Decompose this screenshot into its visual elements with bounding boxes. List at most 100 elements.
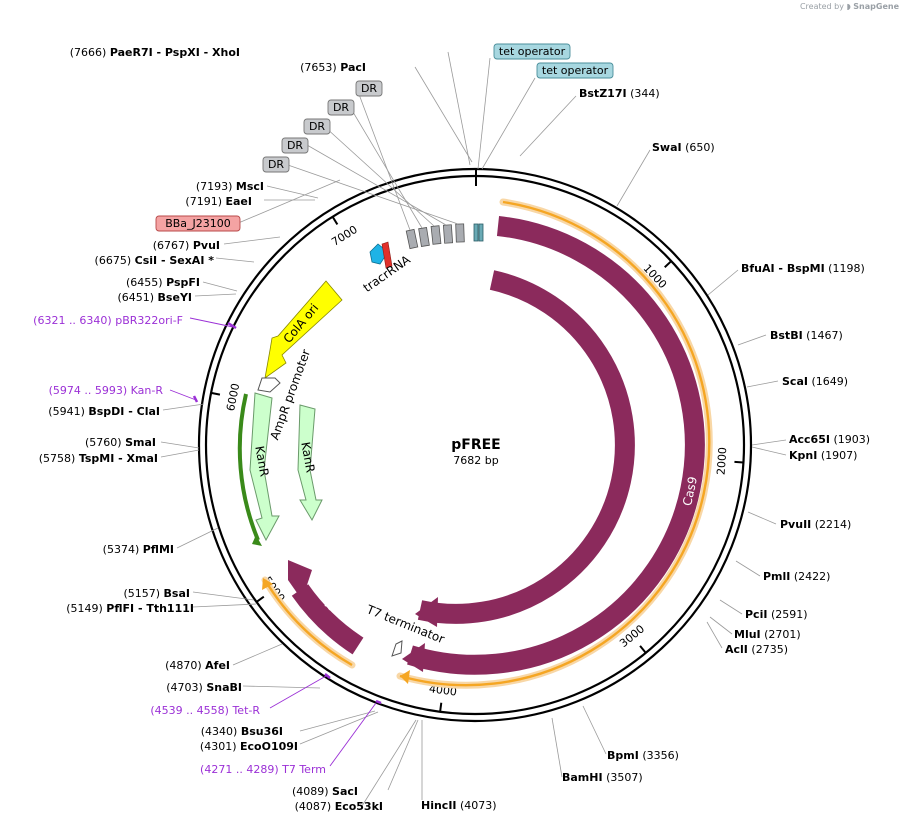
- kanr-arrow-1: [249, 392, 280, 542]
- enzyme-name: SacI: [332, 785, 358, 798]
- dr-label-4[interactable]: DR: [281, 137, 309, 154]
- enzyme-label[interactable]: (5149) PflFI - Tth111I: [66, 602, 194, 615]
- enzyme-label[interactable]: MluI (2701): [734, 628, 801, 641]
- enzyme-label[interactable]: (4087) Eco53kI: [295, 800, 383, 813]
- dr-text-5: DR: [268, 158, 284, 171]
- primer-label[interactable]: (6321 .. 6340) pBR322ori-F: [33, 314, 183, 327]
- primer-mark-pbr322: [227, 321, 237, 330]
- enzyme-label[interactable]: PvuII (2214): [780, 518, 851, 531]
- enzyme-label[interactable]: (4703) SnaBI: [166, 681, 242, 694]
- enzyme-name: SwaI: [652, 141, 682, 154]
- enzyme-label[interactable]: Acc65I (1903): [789, 433, 870, 446]
- leader-line: [194, 293, 237, 297]
- tracrrna-red-mark: [381, 241, 393, 269]
- enzyme-label[interactable]: (6767) PvuI: [153, 239, 220, 252]
- enzyme-label[interactable]: (7193) MscI: [196, 180, 264, 193]
- leader-line: [349, 106, 423, 229]
- leader-line: [242, 685, 321, 689]
- leader-line: [387, 719, 419, 791]
- leader-line: [176, 527, 219, 549]
- enzyme-label[interactable]: (5760) SmaI: [85, 436, 156, 449]
- enzyme-label[interactable]: PciI (2591): [745, 608, 808, 621]
- leader-line: [160, 441, 200, 449]
- bba-j23100-text: BBa_J23100: [165, 217, 231, 230]
- cas9-outer-head: [402, 643, 425, 672]
- enzyme-name: PaeR7I - PspXI - XhoI: [110, 46, 240, 59]
- enzyme-label[interactable]: ScaI (1649): [782, 375, 848, 388]
- leader-line: [162, 403, 205, 411]
- enzyme-label[interactable]: (4089) SacI: [292, 785, 358, 798]
- enzyme-label[interactable]: (4870) AfeI: [165, 659, 230, 672]
- enzyme-label[interactable]: BpmI (3356): [607, 749, 679, 762]
- leader-line: [751, 446, 787, 456]
- enzyme-label[interactable]: (5157) BsaI: [123, 587, 190, 600]
- kanr-feature-2: KanR: [297, 404, 323, 522]
- enzyme-name: MscI: [236, 180, 264, 193]
- leader-line: [299, 710, 376, 732]
- kanr-label-2: KanR: [298, 441, 317, 474]
- enzyme-label[interactable]: (4301) EcoO109I: [200, 740, 298, 753]
- primer-label[interactable]: (5974 .. 5993) Kan-R: [49, 384, 164, 397]
- enzyme-label[interactable]: (6451) BseYI: [117, 291, 192, 304]
- enzyme-name: CsiI - SexAI *: [135, 254, 215, 267]
- dr-label-2[interactable]: DR: [327, 99, 355, 116]
- enzyme-label[interactable]: (5941) BspDI - ClaI: [48, 405, 160, 418]
- enzyme-label[interactable]: (7666) PaeR7I - PspXI - XhoI: [70, 46, 240, 59]
- tick-mark-6: [210, 391, 221, 396]
- enzyme-label[interactable]: BstZ17I (344): [579, 87, 660, 100]
- enzyme-label[interactable]: (4340) Bsu36I: [201, 725, 283, 738]
- dr-block-1: [405, 228, 419, 250]
- primer-label[interactable]: (4539 .. 4558) Tet-R: [150, 704, 260, 717]
- enzyme-label[interactable]: (5758) TspMI - XmaI: [39, 452, 158, 465]
- enzyme-label[interactable]: BamHI (3507): [562, 771, 643, 784]
- primer-leader-line: [189, 317, 234, 328]
- dr-blocks: [405, 223, 484, 250]
- enzyme-name: PvuII: [780, 518, 811, 531]
- tet-operator-text-1: tet operator: [499, 45, 566, 58]
- enzyme-label[interactable]: BstBI (1467): [770, 329, 843, 342]
- enzyme-position: (2701): [761, 628, 801, 641]
- tet-operator-label-2[interactable]: tet operator: [536, 62, 614, 79]
- dr-label-1[interactable]: DR: [355, 80, 383, 97]
- enzyme-name: PacI: [340, 61, 366, 74]
- enzyme-label[interactable]: HincII (4073): [421, 799, 497, 812]
- enzyme-position: (1649): [808, 375, 848, 388]
- enzyme-name: PspFI: [166, 276, 200, 289]
- tracrrna-feature: tracrRNA: [361, 241, 414, 295]
- enzyme-label[interactable]: PmlI (2422): [763, 570, 830, 583]
- leader-line: [616, 149, 651, 207]
- bba-j23100-label[interactable]: BBa_J23100: [155, 215, 241, 232]
- enzyme-label[interactable]: (7191) EaeI: [185, 195, 252, 208]
- enzyme-position: (1907): [817, 449, 857, 462]
- enzyme-label[interactable]: SwaI (650): [652, 141, 715, 154]
- enzyme-label[interactable]: (5374) PflMI: [103, 543, 174, 556]
- primer-mark-kanr: [192, 395, 199, 403]
- dr-box-2: [327, 99, 355, 116]
- enzyme-label[interactable]: (6455) PspFI: [126, 276, 200, 289]
- ampr-promoter-arrow: [257, 377, 281, 393]
- tet-operator-box-1: [493, 43, 571, 60]
- orange-arc-features: [261, 198, 713, 689]
- tet-operator-label-1[interactable]: tet operator: [493, 43, 571, 60]
- leader-line: [356, 88, 411, 231]
- enzyme-position: (5374): [103, 543, 143, 556]
- enzyme-label[interactable]: BfuAI - BspMI (1198): [741, 262, 865, 275]
- orange-arc-tetr-head: [262, 578, 273, 590]
- boxed-feature-labels: tet operator tet operator DR DR DR DR DR: [155, 43, 614, 232]
- enzyme-label[interactable]: KpnI (1907): [789, 449, 857, 462]
- enzyme-name: BfuAI - BspMI: [741, 262, 825, 275]
- enzyme-name: ScaI: [782, 375, 808, 388]
- dr-label-3[interactable]: DR: [303, 118, 331, 135]
- primer-label[interactable]: (4271 .. 4289) T7 Term: [200, 763, 326, 776]
- tick-label-7: 7000: [329, 223, 360, 249]
- enzyme-label[interactable]: AclI (2735): [725, 643, 788, 656]
- enzyme-name: AfeI: [205, 659, 230, 672]
- enzyme-position: (1467): [803, 329, 843, 342]
- leader-line: [735, 560, 761, 577]
- enzyme-name: BpmI: [607, 749, 639, 762]
- dr-label-5[interactable]: DR: [262, 156, 290, 173]
- enzyme-label[interactable]: (6675) CsiI - SexAI *: [95, 254, 215, 267]
- enzyme-labels-right: BstZ17I (344) SwaI (650) BfuAI - BspMI (11…: [421, 87, 870, 812]
- enzyme-position: (7666): [70, 46, 110, 59]
- enzyme-label[interactable]: (7653) PacI: [300, 61, 366, 74]
